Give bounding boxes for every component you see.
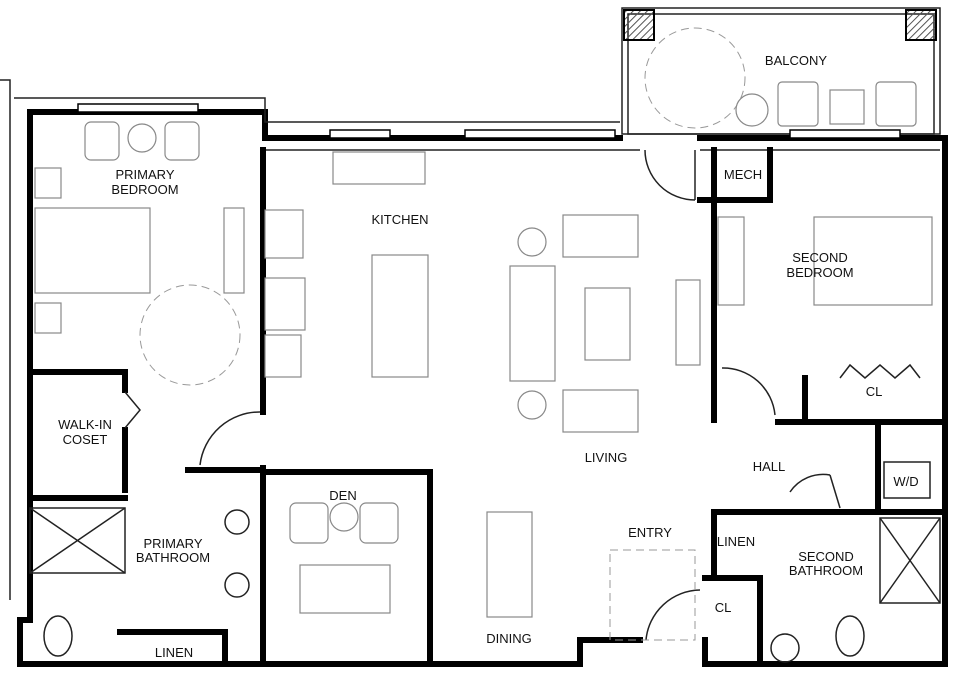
label-walk-in-2: COSET [63,432,108,447]
label-kitchen: KITCHEN [371,212,428,227]
doors [124,149,921,641]
label-primary-bedroom-1: PRIMARY [116,167,175,182]
label-entry: ENTRY [628,525,672,540]
label-den: DEN [329,488,356,503]
label-second-bedroom-1: SECOND [792,250,848,265]
label-primary-bathroom-2: BATHROOM [136,550,210,565]
label-closet: CL [866,384,883,399]
room-labels: BALCONY MECH PRIMARY BEDROOM KITCHEN SEC… [58,53,918,660]
walls [0,79,948,667]
label-second-bathroom-2: BATHROOM [789,563,863,578]
label-primary-bathroom-1: PRIMARY [144,536,203,551]
balcony [621,7,941,135]
label-washer-dryer: W/D [893,474,918,489]
windows [77,103,901,139]
label-primary-bedroom-2: BEDROOM [111,182,178,197]
label-hall: HALL [753,459,786,474]
label-linen-hall: LINEN [717,534,755,549]
label-second-bathroom-1: SECOND [798,549,854,564]
label-balcony: BALCONY [765,53,827,68]
furniture [29,121,941,663]
label-closet-entry: CL [715,600,732,615]
label-living: LIVING [585,450,628,465]
label-walk-in-1: WALK-IN [58,417,112,432]
label-linen-bath: LINEN [155,645,193,660]
label-dining: DINING [486,631,532,646]
label-second-bedroom-2: BEDROOM [786,265,853,280]
label-mech: MECH [724,167,762,182]
